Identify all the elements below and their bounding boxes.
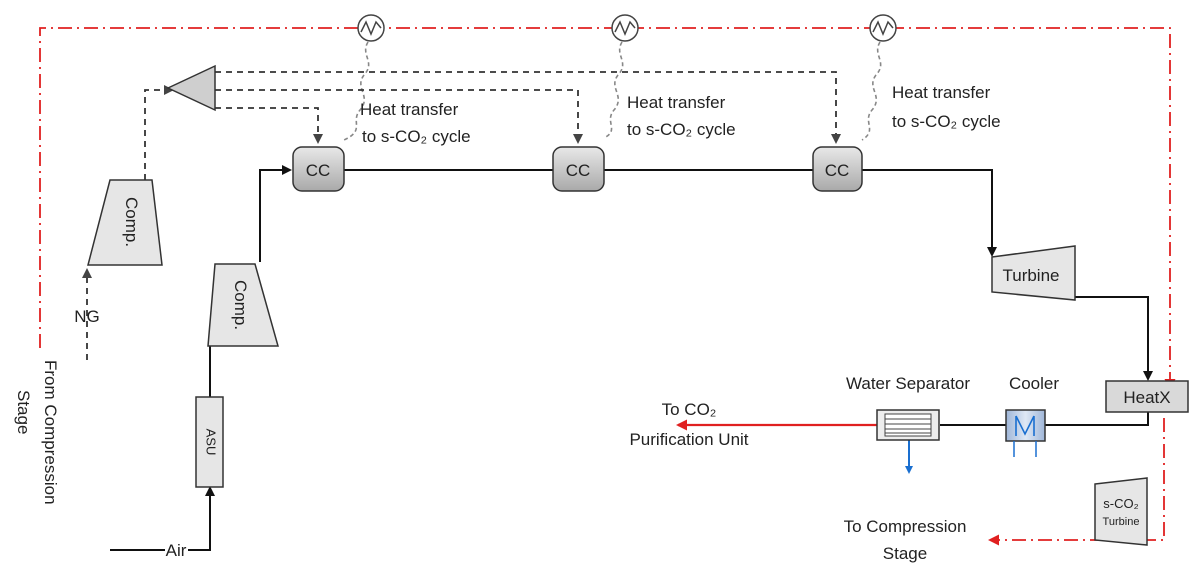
combustor-3-label: CC bbox=[825, 161, 850, 180]
ng-compressor: Comp. bbox=[87, 179, 163, 266]
sco2-loop-line bbox=[39, 27, 1176, 390]
to-co2-label: To CO₂ bbox=[662, 400, 717, 419]
heat-transfer-label-1-sub: to s-CO₂ cycle bbox=[362, 127, 471, 146]
turbine-label: Turbine bbox=[1002, 266, 1059, 285]
to-compression-label: To Compression bbox=[844, 517, 967, 536]
air-separation-unit: ASU bbox=[195, 396, 224, 488]
heat-transfer-label-3-sub: to s-CO₂ cycle bbox=[892, 112, 1001, 131]
heatx-label: HeatX bbox=[1123, 388, 1170, 407]
from-compression-stage-label: Stage bbox=[14, 390, 33, 434]
heat-transfer-wave-2 bbox=[603, 41, 624, 139]
cooler-unit: Cooler bbox=[1005, 374, 1059, 457]
combustor-2: CC bbox=[552, 146, 605, 192]
water-separator-label: Water Separator bbox=[846, 374, 970, 393]
sco2-turbine-label-1: s-CO₂ bbox=[1103, 496, 1138, 511]
heatx-unit: HeatX bbox=[1105, 380, 1189, 413]
combustor-1-label: CC bbox=[306, 161, 331, 180]
heat-exchanger-symbol-2 bbox=[611, 14, 639, 42]
air-compressor-label: Comp. bbox=[231, 280, 250, 330]
ng-compressor-label: Comp. bbox=[122, 197, 141, 247]
combustor-3: CC bbox=[812, 146, 863, 192]
sco2-turbine: s-CO₂ Turbine bbox=[1094, 477, 1148, 546]
heat-transfer-label-3: Heat transfer bbox=[892, 83, 991, 102]
sco2-loop bbox=[39, 27, 1176, 546]
from-compression-label: From Compression bbox=[41, 360, 60, 505]
heat-exchanger-symbol-3 bbox=[869, 14, 897, 42]
heat-transfer-label-2: Heat transfer bbox=[627, 93, 726, 112]
air-compressor: Comp. bbox=[207, 263, 279, 347]
heat-transfer-wave-3 bbox=[861, 41, 882, 141]
water-separator-unit: Water Separator bbox=[846, 374, 970, 441]
to-compression-stage-label: Stage bbox=[883, 544, 927, 563]
ng-label: NG bbox=[74, 307, 100, 326]
splitter-icon bbox=[166, 64, 216, 112]
gas-turbine: Turbine bbox=[991, 245, 1076, 301]
sco2-turbine-label-2: Turbine bbox=[1103, 516, 1140, 528]
sco2-return-line bbox=[988, 418, 1165, 546]
asu-label: ASU bbox=[204, 429, 219, 456]
combustor-1: CC bbox=[292, 146, 345, 192]
heat-transfer-wave-1 bbox=[343, 41, 370, 141]
fuel-distribution-lines bbox=[82, 71, 841, 360]
heat-exchanger-symbol-1 bbox=[357, 14, 385, 42]
combustor-2-label: CC bbox=[566, 161, 591, 180]
cooler-label: Cooler bbox=[1009, 374, 1059, 393]
heat-transfer-label-1: Heat transfer bbox=[360, 100, 459, 119]
purification-unit-label: Purification Unit bbox=[629, 430, 748, 449]
process-lines bbox=[110, 165, 1153, 551]
air-label: Air bbox=[166, 541, 187, 560]
heat-transfer-label-2-sub: to s-CO₂ cycle bbox=[627, 120, 736, 139]
